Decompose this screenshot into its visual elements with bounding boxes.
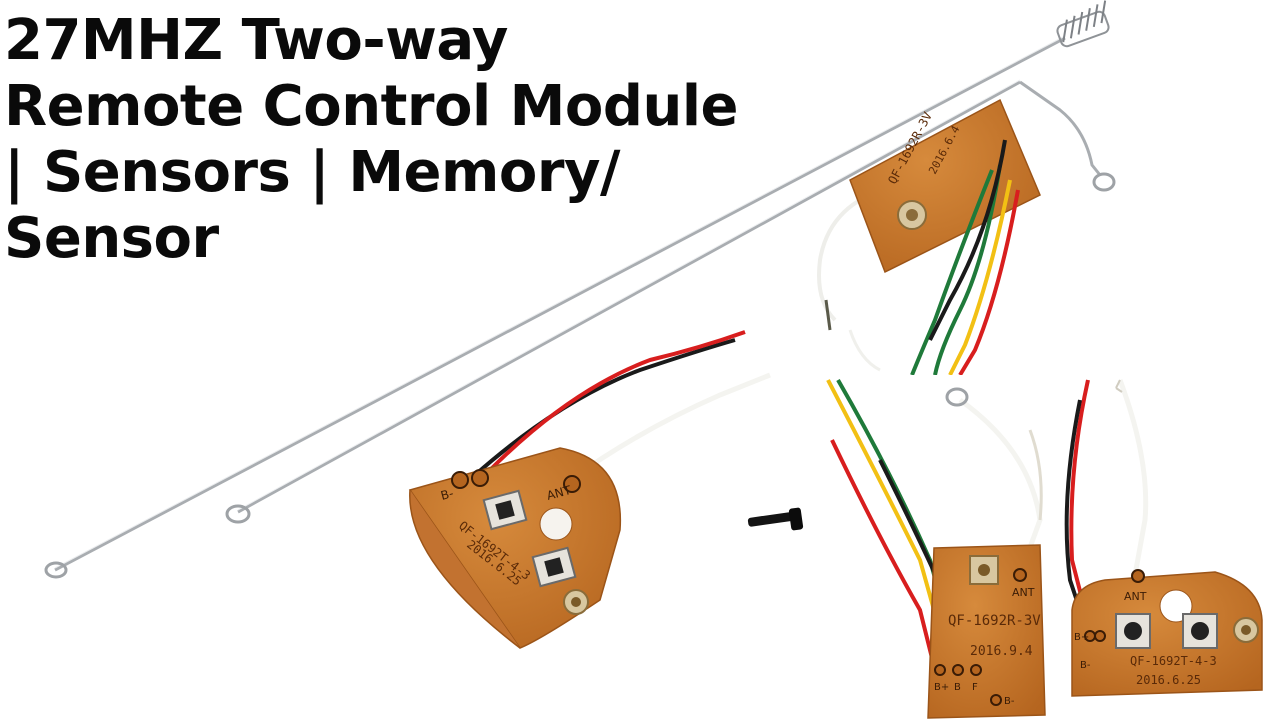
push-button-icon xyxy=(1182,613,1218,649)
receiver-board-back: QF-1692R-3V 2016.6.4 xyxy=(817,98,1041,377)
board-model-label: QF-1692T-4-3 xyxy=(1130,654,1217,668)
antenna-loop-icon xyxy=(945,387,969,407)
board-model-label: QF-1692R-3V xyxy=(948,613,1041,629)
pad-label-bminus: B- xyxy=(1004,696,1015,707)
pad-label-ant: ANT xyxy=(1124,590,1147,603)
screw-icon xyxy=(747,507,804,531)
transmitter-board-main: B- ANT QF-1692T-4-3 2016.6.25 xyxy=(408,330,771,649)
inset-photo: ANT QF-1692R-3V 2016.9.4 B+ B F B- ANT xyxy=(812,375,1280,720)
pad-label-bplus: B+ xyxy=(934,682,949,693)
antenna-loop-icon xyxy=(225,504,251,524)
transmitter-board-inset: ANT B+ B- QF-1692T-4-3 2016.6.25 xyxy=(1064,379,1263,697)
title-line: 27MHZ Two-way xyxy=(4,8,508,73)
antenna-short xyxy=(225,79,1116,524)
pad-label-ant: ANT xyxy=(545,483,573,503)
antenna-long xyxy=(44,0,1110,579)
pad-label-ant: ANT xyxy=(1012,586,1035,599)
push-button-icon xyxy=(482,489,528,531)
antenna-spring-icon xyxy=(1056,0,1110,48)
pad-label-b: B xyxy=(954,682,961,693)
antenna-loop-icon xyxy=(1092,172,1116,192)
title-line: Remote Control Module xyxy=(4,74,739,139)
board-date-label: 2016.9.4 xyxy=(970,644,1033,659)
board-date-label: 2016.6.25 xyxy=(1136,673,1201,687)
pad-label-bminus: B- xyxy=(1080,660,1091,671)
antenna-loop-icon xyxy=(44,561,68,579)
receiver-board-inset: ANT QF-1692R-3V 2016.9.4 B+ B F B- xyxy=(826,378,1046,719)
pad-label-f: F xyxy=(972,682,978,693)
push-button-icon xyxy=(531,546,577,588)
title-line: Sensor xyxy=(4,206,219,271)
video-title: 27MHZ Two-way Remote Control Module | Se… xyxy=(4,8,844,272)
pad-label-bplus: B+ xyxy=(1074,632,1089,643)
pad-label-bminus: B- xyxy=(439,486,455,503)
title-line: | Sensors | Memory/ xyxy=(4,140,620,205)
push-button-icon xyxy=(1115,613,1151,649)
